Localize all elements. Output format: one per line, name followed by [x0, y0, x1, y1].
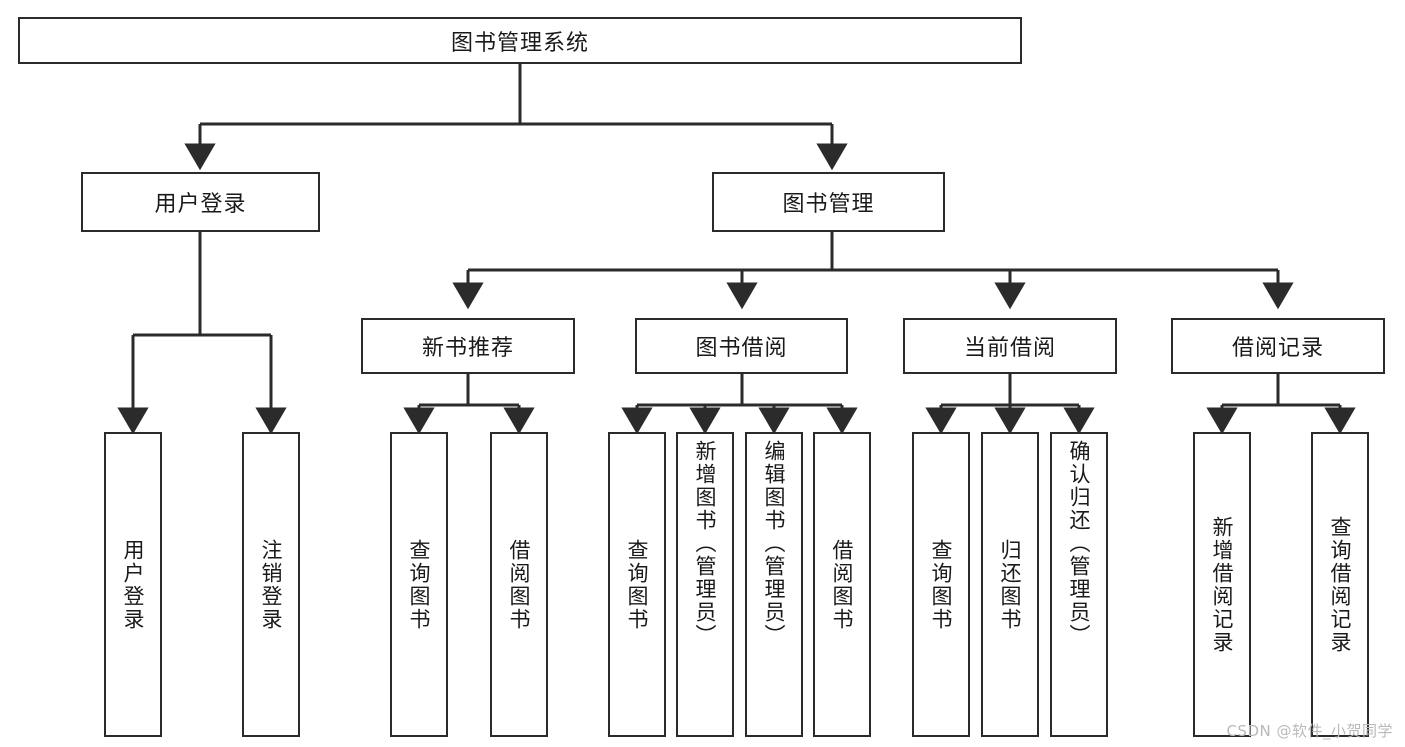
node-user-login[interactable]: 用户登录	[81, 172, 320, 232]
node-leaf-add-book-admin[interactable]: 新增图书（管理员）	[676, 432, 734, 737]
node-book-management[interactable]: 图书管理	[712, 172, 945, 232]
node-current-borrow[interactable]: 当前借阅	[903, 318, 1117, 374]
node-leaf-borrow-book-recommend[interactable]: 借阅图书	[490, 432, 548, 737]
node-new-book-recommend[interactable]: 新书推荐	[361, 318, 575, 374]
node-book-borrow[interactable]: 图书借阅	[635, 318, 848, 374]
node-leaf-user-login[interactable]: 用户登录	[104, 432, 162, 737]
node-leaf-edit-book-admin[interactable]: 编辑图书（管理员）	[745, 432, 803, 737]
node-leaf-query-borrow-record[interactable]: 查询借阅记录	[1311, 432, 1369, 737]
node-leaf-borrow-book[interactable]: 借阅图书	[813, 432, 871, 737]
node-borrow-record[interactable]: 借阅记录	[1171, 318, 1385, 374]
node-leaf-logout[interactable]: 注销登录	[242, 432, 300, 737]
node-leaf-return-book[interactable]: 归还图书	[981, 432, 1039, 737]
node-leaf-add-borrow-record[interactable]: 新增借阅记录	[1193, 432, 1251, 737]
node-leaf-query-book-borrow[interactable]: 查询图书	[608, 432, 666, 737]
node-leaf-query-book-recommend[interactable]: 查询图书	[390, 432, 448, 737]
node-root-book-management-system[interactable]: 图书管理系统	[18, 17, 1022, 64]
node-leaf-confirm-return-admin[interactable]: 确认归还（管理员）	[1050, 432, 1108, 737]
node-leaf-query-book-current[interactable]: 查询图书	[912, 432, 970, 737]
